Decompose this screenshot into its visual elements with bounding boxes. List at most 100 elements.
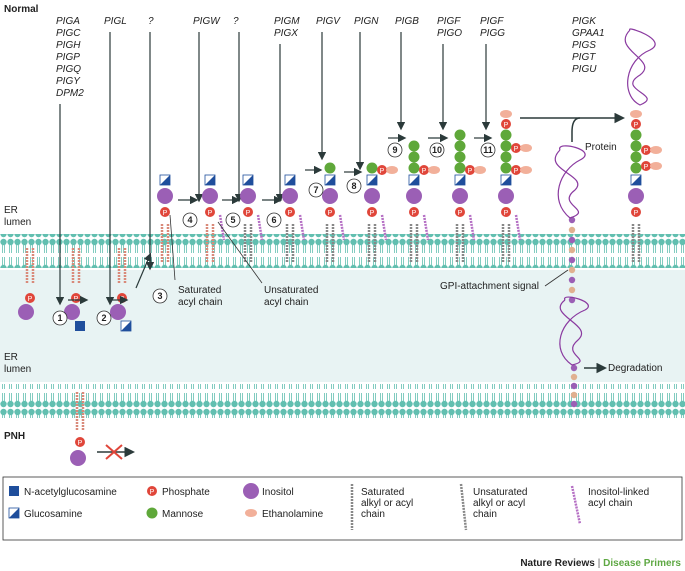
phosphate-p: P [370,210,375,217]
step-number-11: 11 [483,145,493,155]
gpi-signal-label: GPI-attachment signal [440,281,539,292]
gene-10-0: PIGF [480,16,504,27]
ethanolamine [474,166,486,174]
phosphate-p: P [246,210,251,217]
lumenal-intermediate-3: P [282,174,306,262]
cytoplasmic-intermediate-0: P [18,248,35,320]
mannose [366,162,378,174]
gene-6-0: PIGV [316,16,341,27]
ethanolamine [630,110,642,118]
phosphate-p: P [28,296,33,303]
legend-label-inositol: Inositol [262,487,294,498]
step-circle-5 [225,212,241,228]
inositol [110,304,126,320]
mannose [408,140,420,152]
phosphate [367,207,377,217]
legend-label-n-acetylglucosamine: N-acetylglucosamine [24,487,117,498]
signal-residue [568,286,576,294]
legend-box [2,476,683,541]
step-circle-1 [52,310,68,326]
gene-11-3: PIGT [572,52,596,63]
mannose [500,162,512,174]
step-circle-4 [182,212,198,228]
er-membrane-lower [0,384,685,418]
legend-unsaturated-chain [459,483,468,531]
step-number-10: 10 [432,145,442,155]
legend-label-saturated-2: chain [361,509,385,520]
unsaturated-pointer [217,221,263,284]
step-circle-9 [387,142,403,158]
gene-0-5: PIGY [56,76,81,87]
enzyme-arrows [55,32,491,306]
glucosamine-fill [160,175,170,185]
mannose [630,140,642,152]
mannose [408,162,420,174]
protein-coil [554,145,586,219]
step-number-7: 7 [313,185,318,195]
phosphate [147,486,157,496]
inositol [364,188,380,204]
step-number-5: 5 [230,215,235,225]
credit: Nature Reviews | Disease Primers [520,558,681,569]
er-lumen-label-lower-1: ER [4,352,18,363]
phosphate-p: P [468,168,473,175]
phosphate-p: P [458,210,463,217]
credit-separator: | [595,558,603,569]
phosphate [511,165,521,175]
degradation-label: Degradation [608,363,662,374]
glucosamine-fill [631,175,641,185]
phosphate [641,161,651,171]
phosphate-p: P [514,146,519,153]
protein-precursor [554,145,586,304]
step-number-4: 4 [187,215,192,225]
gene-11-0: PIGK [572,16,597,27]
step-number-9: 9 [392,145,397,155]
phosphate [631,119,641,129]
gpi-intermediates: PPPPPPPPPPPPPPPPPPPPPPP [18,28,662,466]
ethanolamine [650,146,662,154]
signal-residue [568,296,576,304]
gene-0-1: PIGC [56,28,81,39]
transamidase-curve [571,117,581,142]
signal-residue [570,391,578,399]
ethanolamine [245,509,257,517]
mannose [454,162,466,174]
glucosamine-fill [501,175,511,185]
phosphate [325,207,335,217]
legend-label-mannose: Mannose [162,509,204,520]
legend-label-phosphate: Phosphate [162,487,210,498]
cytoplasm-band [0,270,685,382]
phosphate [419,165,429,175]
pnh-block-cross [105,444,123,460]
lumenal-intermediate-6: PP [406,140,440,262]
phosphate [243,207,253,217]
phosphate [25,293,35,303]
gene-labels: PIGAPIGCPIGHPIGPPIGQPIGYDPM2PIGL?PIGW?PI… [56,16,605,99]
phosphate-p: P [504,210,509,217]
step-circle-10 [429,142,445,158]
glucosamine-fill [205,175,215,185]
mannose [630,162,642,174]
glucosamine-fill [121,321,131,331]
cytoplasmic-intermediate-2: P [110,248,132,332]
inositol [64,304,80,320]
legend-label-glucosamine: Glucosamine [24,509,83,520]
phosphate [409,207,419,217]
n-acetylglucosamine [75,321,85,331]
step-circle-11 [480,142,496,158]
phosphate [501,207,511,217]
pnh-intermediate: P [70,392,86,466]
gene-1-0: PIGL [104,16,127,27]
phosphate [455,207,465,217]
lumenal-intermediate-5: PP [364,162,398,262]
signal-residue [568,256,576,264]
legend-label-saturated-0: Saturated [361,487,404,498]
phosphate-p: P [150,489,155,496]
mannose [630,129,642,141]
legend-label-ethanolamine: Ethanolamine [262,509,324,520]
saturated-pointer [169,214,176,281]
signal-residue [570,364,578,372]
inositol [243,483,259,499]
phosphate-p: P [514,168,519,175]
phosphate [75,437,85,447]
